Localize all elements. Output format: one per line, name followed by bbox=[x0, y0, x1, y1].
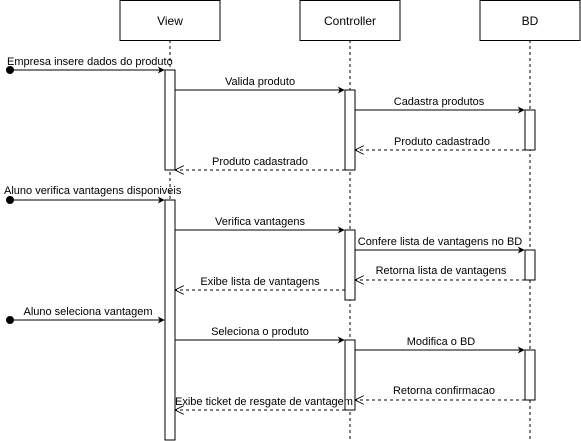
return-produto-cadastrado-view[interactable]: Produto cadastrado bbox=[176, 156, 345, 170]
activation-view-1 bbox=[164, 69, 176, 171]
activation-bd-3 bbox=[524, 349, 536, 401]
activation-bd-2 bbox=[524, 249, 536, 281]
participant-view-label: View bbox=[157, 14, 183, 28]
activation-view-2 bbox=[164, 199, 176, 441]
participant-bd[interactable]: BD bbox=[479, 0, 581, 41]
participant-bd-label: BD bbox=[522, 14, 539, 28]
message-valida-produto-label: Valida produto bbox=[225, 76, 295, 88]
activation-controller-1 bbox=[344, 89, 356, 171]
message-seleciona-produto[interactable]: Seleciona o produto bbox=[175, 326, 345, 344]
found-message-3[interactable]: Aluno seleciona vantagem bbox=[6, 306, 165, 324]
message-modifica-bd-label: Modifica o BD bbox=[407, 336, 476, 348]
return-exibe-lista-label: Exibe lista de vantagens bbox=[200, 276, 320, 288]
return-lista-vantagens-label: Retorna lista de vantagens bbox=[376, 265, 507, 277]
message-verifica-vantagens-label: Verifica vantagens bbox=[215, 216, 305, 228]
message-confere-lista-label: Confere lista de vantagens no BD bbox=[358, 236, 523, 248]
participant-view[interactable]: View bbox=[119, 0, 221, 41]
found-message-1-label: Empresa insere dados do produto bbox=[7, 56, 173, 68]
return-produto-cadastrado-view-label: Produto cadastrado bbox=[212, 156, 308, 168]
participant-controller-label: Controller bbox=[324, 14, 376, 28]
message-seleciona-produto-label: Seleciona o produto bbox=[211, 326, 309, 338]
return-produto-cadastrado-bd-label: Produto cadastrado bbox=[394, 136, 490, 148]
message-confere-lista[interactable]: Confere lista de vantagens no BD bbox=[355, 236, 525, 254]
found-message-2-label: Aluno verifica vantagens disponiveis bbox=[4, 185, 182, 197]
activation-controller-3 bbox=[344, 339, 356, 411]
found-message-1[interactable]: Empresa insere dados do produto bbox=[6, 56, 173, 74]
return-lista-vantagens[interactable]: Retorna lista de vantagens bbox=[356, 265, 525, 280]
return-confirmacao-label: Retorna confirmacao bbox=[393, 385, 495, 397]
return-produto-cadastrado-bd[interactable]: Produto cadastrado bbox=[356, 136, 525, 150]
found-message-3-label: Aluno seleciona vantagem bbox=[23, 306, 152, 318]
activation-controller-2 bbox=[344, 229, 356, 301]
message-modifica-bd[interactable]: Modifica o BD bbox=[355, 336, 525, 354]
participant-controller[interactable]: Controller bbox=[299, 0, 401, 41]
message-cadastra-produtos[interactable]: Cadastra produtos bbox=[355, 96, 525, 114]
activation-bd-1 bbox=[524, 109, 536, 151]
return-exibe-ticket[interactable]: Exibe ticket de resgate de vantagem bbox=[175, 396, 353, 410]
return-exibe-lista[interactable]: Exibe lista de vantagens bbox=[176, 276, 345, 290]
message-cadastra-produtos-label: Cadastra produtos bbox=[394, 96, 485, 108]
message-valida-produto[interactable]: Valida produto bbox=[175, 76, 345, 94]
message-verifica-vantagens[interactable]: Verifica vantagens bbox=[175, 216, 345, 234]
found-message-2[interactable]: Aluno verifica vantagens disponiveis bbox=[4, 185, 182, 204]
return-confirmacao[interactable]: Retorna confirmacao bbox=[356, 385, 525, 400]
return-exibe-ticket-label: Exibe ticket de resgate de vantagem bbox=[175, 396, 353, 408]
